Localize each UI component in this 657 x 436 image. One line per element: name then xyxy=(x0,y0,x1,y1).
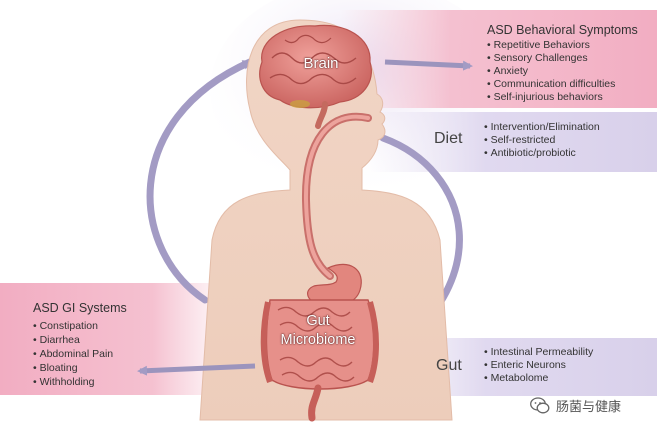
list-item: Withholding xyxy=(33,375,113,389)
arrow-to-behavioral xyxy=(384,59,473,71)
list-item: Communication difficulties xyxy=(487,78,616,91)
watermark: 肠菌与健康 xyxy=(530,396,621,415)
list-item: Intervention/Elimination xyxy=(484,121,600,134)
list-item: Constipation xyxy=(33,319,113,333)
cycle-arrow-left xyxy=(146,58,254,304)
behavioral-title: ASD Behavioral Symptoms xyxy=(487,23,638,37)
watermark-text: 肠菌与健康 xyxy=(556,399,622,414)
list-item: Enteric Neurons xyxy=(484,359,593,372)
gut-microbiome-label-line2: Microbiome xyxy=(280,332,356,348)
list-item: Self-injurious behaviors xyxy=(487,91,615,104)
brain-label: Brain xyxy=(303,55,339,72)
list-item: Sensory Challenges xyxy=(487,52,615,65)
diet-list: Intervention/Elimination Self-restricted… xyxy=(484,121,600,160)
wechat-icon xyxy=(530,397,550,414)
diet-label: Diet xyxy=(434,130,463,147)
arrow-to-gi xyxy=(137,363,256,376)
behavioral-list: Repetitive Behaviors Sensory Challenges … xyxy=(487,39,616,104)
gi-list: Constipation Diarrhea Abdominal Pain Blo… xyxy=(33,319,114,389)
list-item: Anxiety xyxy=(487,65,615,78)
list-item: Intestinal Permeability xyxy=(484,346,594,359)
list-item: Repetitive Behaviors xyxy=(487,39,615,52)
gi-title: ASD GI Systems xyxy=(33,301,127,315)
brain-organ xyxy=(259,24,372,129)
gut-microbiome-label: Gut Microbiome xyxy=(258,312,378,350)
stomach xyxy=(307,263,362,307)
list-item: Antibiotic/probiotic xyxy=(484,147,600,160)
gut-label: Gut xyxy=(436,357,462,374)
list-item: Metabolome xyxy=(484,372,593,385)
list-item: Self-restricted xyxy=(484,134,600,147)
list-item: Abdominal Pain xyxy=(33,347,114,361)
intestines xyxy=(260,299,379,422)
list-item: Diarrhea xyxy=(33,333,113,347)
gut-list: Intestinal Permeability Enteric Neurons … xyxy=(484,346,594,385)
list-item: Bloating xyxy=(33,361,113,375)
gut-microbiome-label-line1: Gut xyxy=(306,313,330,329)
